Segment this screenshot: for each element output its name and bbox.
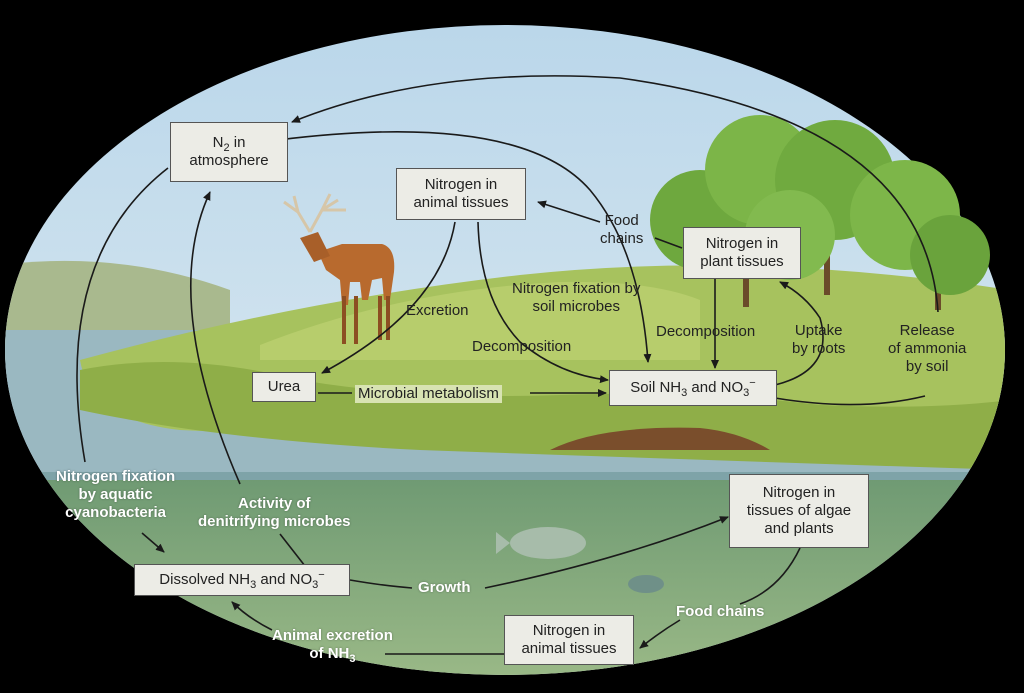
label-food-chains-water: Food chains — [676, 603, 765, 620]
box-plant-tissues: Nitrogen in plant tissues — [683, 227, 801, 279]
arrow-denitrify-to-n2 — [189, 191, 241, 485]
arrow-denitrify-from-dissolved — [279, 533, 306, 567]
arrow-excretion-to-dissolved — [232, 602, 504, 655]
box-animal-tissues-land: Nitrogen in animal tissues — [396, 168, 526, 220]
arrow-fixation-aquatic-to-n2 — [76, 167, 169, 463]
arrow-fixation-to-dissolved — [141, 532, 165, 553]
box-urea: Urea — [252, 372, 316, 402]
fish-illustration — [496, 527, 664, 593]
arrow-soil-to-release — [774, 395, 926, 406]
label-release-ammonia: Release of ammonia by soil — [888, 322, 967, 375]
cycle-arrows — [76, 75, 939, 655]
label-uptake-by-roots: Uptake by roots — [792, 322, 846, 357]
box-n2-atmosphere: N2 in atmosphere — [170, 122, 288, 182]
arrow-food-chains-water — [640, 547, 801, 648]
arrow-food-chain-land — [538, 202, 683, 249]
label-fixation-soil-microbes: Nitrogen fixation by soil microbes — [512, 280, 641, 315]
label-decomposition-animal: Decomposition — [472, 338, 572, 355]
arrow-growth-to-algae — [484, 516, 729, 589]
box-algae-plants: Nitrogen in tissues of algae and plants — [729, 474, 869, 548]
arrow-decomposition-animal — [477, 221, 609, 384]
label-food-chains-land: Food chains — [600, 212, 644, 247]
deer-illustration — [283, 193, 395, 344]
arrow-release-to-n2 — [291, 75, 939, 313]
arrow-n2-fixation-soil — [277, 131, 652, 363]
label-animal-excretion: Animal excretion of NH3 — [272, 627, 393, 665]
arrow-dissolved-to-growth — [349, 579, 413, 589]
label-denitrifying-microbes: Activity of denitrifying microbes — [198, 495, 351, 530]
box-soil-nh3-no3: Soil NH3 and NO3− — [609, 370, 777, 406]
label-growth: Growth — [418, 579, 471, 596]
arrow-uptake — [774, 281, 824, 386]
label-microbial-metabolism: Microbial metabolism — [355, 385, 502, 403]
label-excretion: Excretion — [406, 302, 469, 319]
label-fixation-aquatic: Nitrogen fixation by aquatic cyanobacter… — [56, 468, 176, 521]
box-animal-tissues-water: Nitrogen in animal tissues — [504, 615, 634, 665]
label-decomposition-plant: Decomposition — [656, 323, 756, 340]
box-dissolved-nh3-no3: Dissolved NH3 and NO3− — [134, 564, 350, 596]
arrow-excretion-to-urea — [321, 221, 456, 374]
